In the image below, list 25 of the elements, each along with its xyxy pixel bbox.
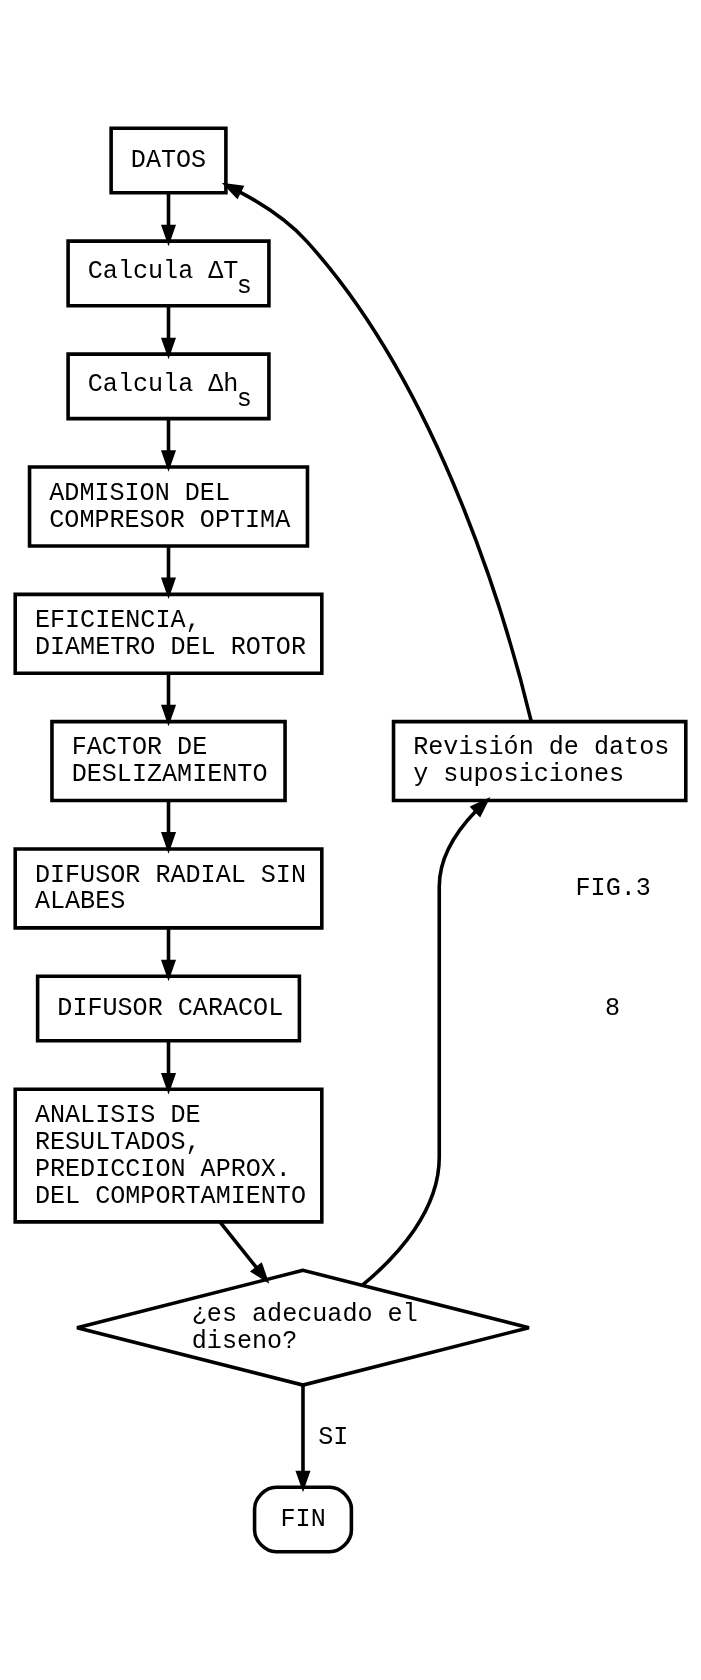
arrow (160, 1041, 177, 1095)
node-box: DIFUSOR CARACOL (35, 974, 302, 1043)
arrow (160, 306, 177, 360)
arrow (160, 800, 177, 854)
node-box: FACTOR DE DESLIZAMIENTO (50, 719, 287, 803)
node-box: DIFUSOR RADIAL SIN ALABES (13, 847, 324, 930)
node-box: EFICIENCIA, DIAMETRO DEL ROTOR (13, 592, 324, 676)
node-box: DATOS (109, 126, 228, 195)
arrow (160, 546, 177, 600)
label: 8 (605, 994, 621, 1024)
label: FIG.3 (575, 874, 651, 904)
node-box: ADMISION DEL COMPRESOR OPTIMA (27, 465, 310, 548)
node-box: Revisión de datos y suposiciones (391, 719, 688, 803)
node-diamond: ¿es adecuado el diseno? (75, 1268, 531, 1387)
arrow (361, 797, 491, 1287)
arrow (221, 182, 534, 723)
arrow (160, 418, 177, 472)
arrow (160, 193, 177, 247)
arrow (218, 1220, 270, 1284)
arrow (295, 1385, 311, 1493)
arrow (160, 673, 177, 727)
node-box: ANALISIS DE RESULTADOS, PREDICCION APROX. DEL COMPORTAMIENTO (13, 1087, 324, 1224)
arrow (160, 928, 177, 982)
edge-label: SI (318, 1422, 349, 1452)
node-box: FIN (252, 1485, 354, 1554)
